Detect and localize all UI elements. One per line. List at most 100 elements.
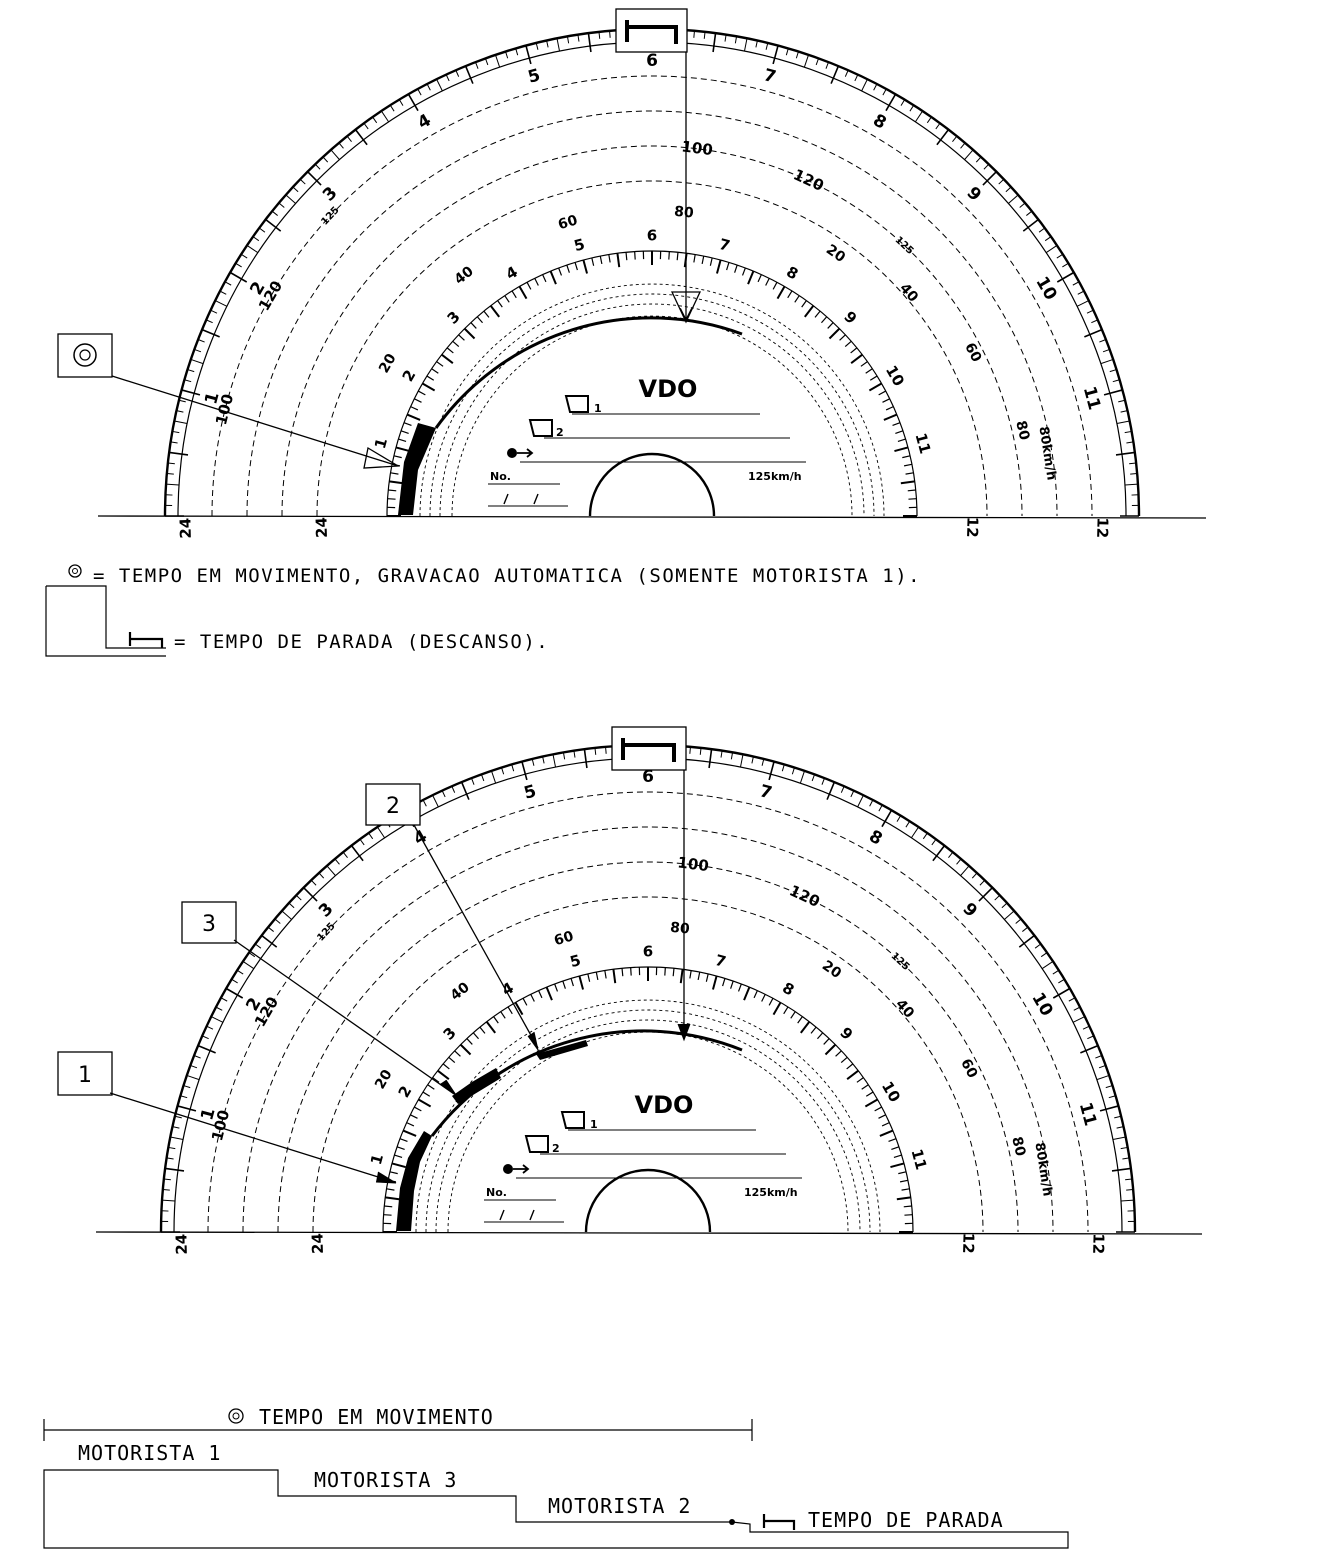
outer-tick xyxy=(174,420,188,425)
outer-tick xyxy=(881,809,893,828)
outer-tick xyxy=(242,961,255,970)
inner-tick xyxy=(578,975,585,990)
inner-tick xyxy=(846,1063,854,1070)
outer-tick xyxy=(1114,1115,1122,1119)
inner-tick xyxy=(422,382,436,392)
outer-tick xyxy=(755,40,758,48)
speed-label: 120 xyxy=(791,165,827,195)
inner-tick xyxy=(406,413,421,421)
outer-tick xyxy=(330,149,340,160)
inner-tick xyxy=(587,973,591,982)
inner-tick xyxy=(881,1122,890,1127)
speed-label: 80 xyxy=(673,204,694,222)
outer-tick xyxy=(1008,194,1019,204)
inner-tick xyxy=(483,310,490,318)
inner-tick xyxy=(625,252,628,261)
inner-tick xyxy=(800,1021,811,1034)
inner-tick xyxy=(446,347,454,354)
outer-tick xyxy=(432,795,439,808)
inner-tick xyxy=(522,998,528,1006)
outer-tick xyxy=(417,88,422,96)
outer-tick xyxy=(815,58,820,66)
hour-label-inner: 9 xyxy=(840,308,860,328)
outer-tick xyxy=(170,441,178,444)
arrow-icon xyxy=(517,448,534,458)
inner-tick xyxy=(892,422,901,427)
outer-tick xyxy=(299,178,306,185)
inner-tick xyxy=(794,295,800,303)
outer-tick xyxy=(583,749,588,769)
outer-tick xyxy=(172,1126,180,1129)
outer-tick xyxy=(935,122,941,130)
outer-tick xyxy=(186,1074,200,1081)
outer-tick xyxy=(1077,290,1085,295)
outer-tick xyxy=(184,379,192,383)
inner-tick xyxy=(396,1146,405,1150)
inner-tick xyxy=(518,286,528,300)
inner-tick xyxy=(616,253,621,268)
inner-tick xyxy=(722,978,726,987)
outer-tick xyxy=(240,253,248,259)
outer-tick xyxy=(190,1064,198,1069)
inner-tick xyxy=(497,300,503,308)
inner-tick xyxy=(554,983,559,992)
outer-tick xyxy=(368,832,374,840)
speed-label: 60 xyxy=(957,1056,980,1081)
steering-wheel-icon xyxy=(228,1408,244,1424)
outer-tick xyxy=(246,245,259,254)
outer-tick xyxy=(310,879,317,886)
driver1-subscript: 1 xyxy=(594,402,602,415)
inner-tick xyxy=(391,1162,406,1169)
inner-tick xyxy=(384,1205,393,1208)
inner-tick xyxy=(500,1011,506,1019)
outer-tick xyxy=(979,879,986,886)
outer-tick xyxy=(407,93,419,112)
inner-tick xyxy=(753,990,758,999)
inner-tick xyxy=(757,274,762,283)
outer-tick xyxy=(994,894,1001,901)
outer-tick xyxy=(248,952,256,958)
callout-box-1 xyxy=(57,1051,113,1096)
inner-tick xyxy=(582,259,589,274)
inner-tick xyxy=(608,254,611,263)
speed-ring xyxy=(246,110,1058,517)
outer-tick xyxy=(931,838,937,846)
inner-tick xyxy=(864,1098,878,1108)
inner-tick xyxy=(711,975,718,990)
outer-tick xyxy=(206,1025,214,1030)
outer-tick xyxy=(573,750,576,758)
hour-label-inner: 5 xyxy=(572,235,587,255)
hour-label-inner: 8 xyxy=(783,263,801,284)
outer-tick xyxy=(166,483,180,486)
inner-tick xyxy=(817,1032,824,1040)
outer-tick xyxy=(609,30,611,38)
inner-tick xyxy=(476,316,483,324)
outer-tick xyxy=(1126,441,1134,444)
inner-tick xyxy=(776,286,786,300)
card-speed-label: 125km/h xyxy=(748,470,802,483)
inner-tick xyxy=(442,1063,450,1070)
driver2-subscript: 2 xyxy=(552,1142,560,1155)
outer-tick xyxy=(1120,1146,1128,1150)
inner-tick xyxy=(454,1050,461,1057)
outer-tick xyxy=(926,116,932,124)
outer-tick xyxy=(475,61,479,69)
inner-tick xyxy=(840,1056,848,1063)
outer-tick xyxy=(307,171,322,186)
inner-tick xyxy=(562,980,566,989)
outer-tick xyxy=(285,194,296,204)
inner-tick xyxy=(844,340,852,347)
speed-label: 40 xyxy=(892,996,917,1021)
outer-tick xyxy=(1058,978,1065,984)
outer-tick xyxy=(235,262,242,268)
outer-tick xyxy=(844,70,849,77)
inner-tick xyxy=(865,1091,874,1097)
inner-tick xyxy=(470,322,477,329)
outer-tick xyxy=(971,872,978,879)
inner-dashed-ring xyxy=(425,1009,871,1233)
outer-tick xyxy=(484,58,489,66)
inner-tick xyxy=(621,968,624,977)
legend: = TEMPO EM MOVIMENTO, GRAVACAO AUTOMATIC… xyxy=(45,564,920,657)
inner-tick xyxy=(389,1171,398,1175)
hour-label-inner: 2 xyxy=(399,367,420,385)
